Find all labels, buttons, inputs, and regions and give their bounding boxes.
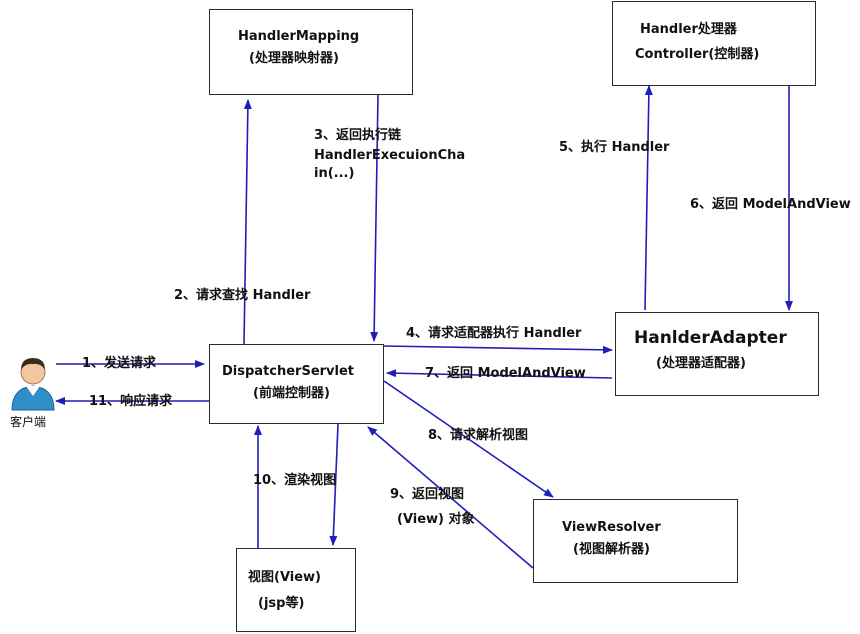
step-7-label: 7、返回 ModelAndView [425,366,586,381]
step-1-label: 1、发送请求 [82,356,157,371]
view-resolver-title: ViewResolver [562,520,661,535]
arrow-4-request-adapter [383,345,613,354]
handler-mapping-title: HandlerMapping [238,29,360,44]
step-4-label: 4、请求适配器执行 Handler [406,326,582,341]
step-5-label: 5、执行 Handler [559,140,670,155]
step-10-label: 10、渲染视图 [253,473,337,488]
arrow-8-resolve-view [383,380,554,498]
view-resolver-subtitle: (视图解析器) [573,542,650,557]
view-title: 视图(View) [248,570,321,585]
step-9-label-line2: (View) 对象 [397,512,475,527]
handler-adapter-subtitle: (处理器适配器) [656,356,746,371]
dispatcher-servlet-subtitle: (前端控制器) [253,386,330,401]
step-6-label: 6、返回 ModelAndView [690,197,851,212]
client: 客户端 [8,350,58,430]
step-2-label: 2、请求查找 Handler [174,288,311,303]
step-3-label-line3: in(...) [314,166,355,181]
handler-box [612,1,816,86]
arrow-3-return-chain [370,94,379,342]
user-icon [11,358,55,411]
step-11-label: 11、响应请求 [89,394,173,409]
handler-mapping-subtitle: (处理器映射器) [249,51,339,66]
step-8-label: 8、请求解析视图 [428,428,529,443]
arrow-7-return-modelandview [386,369,613,379]
client-label: 客户端 [10,415,47,429]
handler-mapping-box [209,9,413,95]
handler-adapter-box [615,312,819,396]
arrow-10-render-view [329,423,339,546]
controller-title: Controller(控制器) [635,47,760,62]
handler-adapter-title: HanlderAdapter [634,328,787,348]
handler-title: Handler处理器 [640,22,737,37]
step-3-label-line1: 3、返回执行链 [314,128,402,143]
step-9-label-line1: 9、返回视图 [390,487,465,502]
view-box [236,548,356,632]
arrow-9-return-view [367,426,534,569]
step-3-label-line2: HandlerExecuionCha [314,148,466,163]
arrow-2-find-handler [243,99,252,345]
arrow-5-execute-handler [644,85,653,311]
view-resolver-box [533,499,738,583]
dispatcher-servlet-title: DispatcherServlet [222,364,355,379]
view-subtitle: (jsp等) [258,596,305,611]
dispatcher-servlet-box [209,344,384,424]
